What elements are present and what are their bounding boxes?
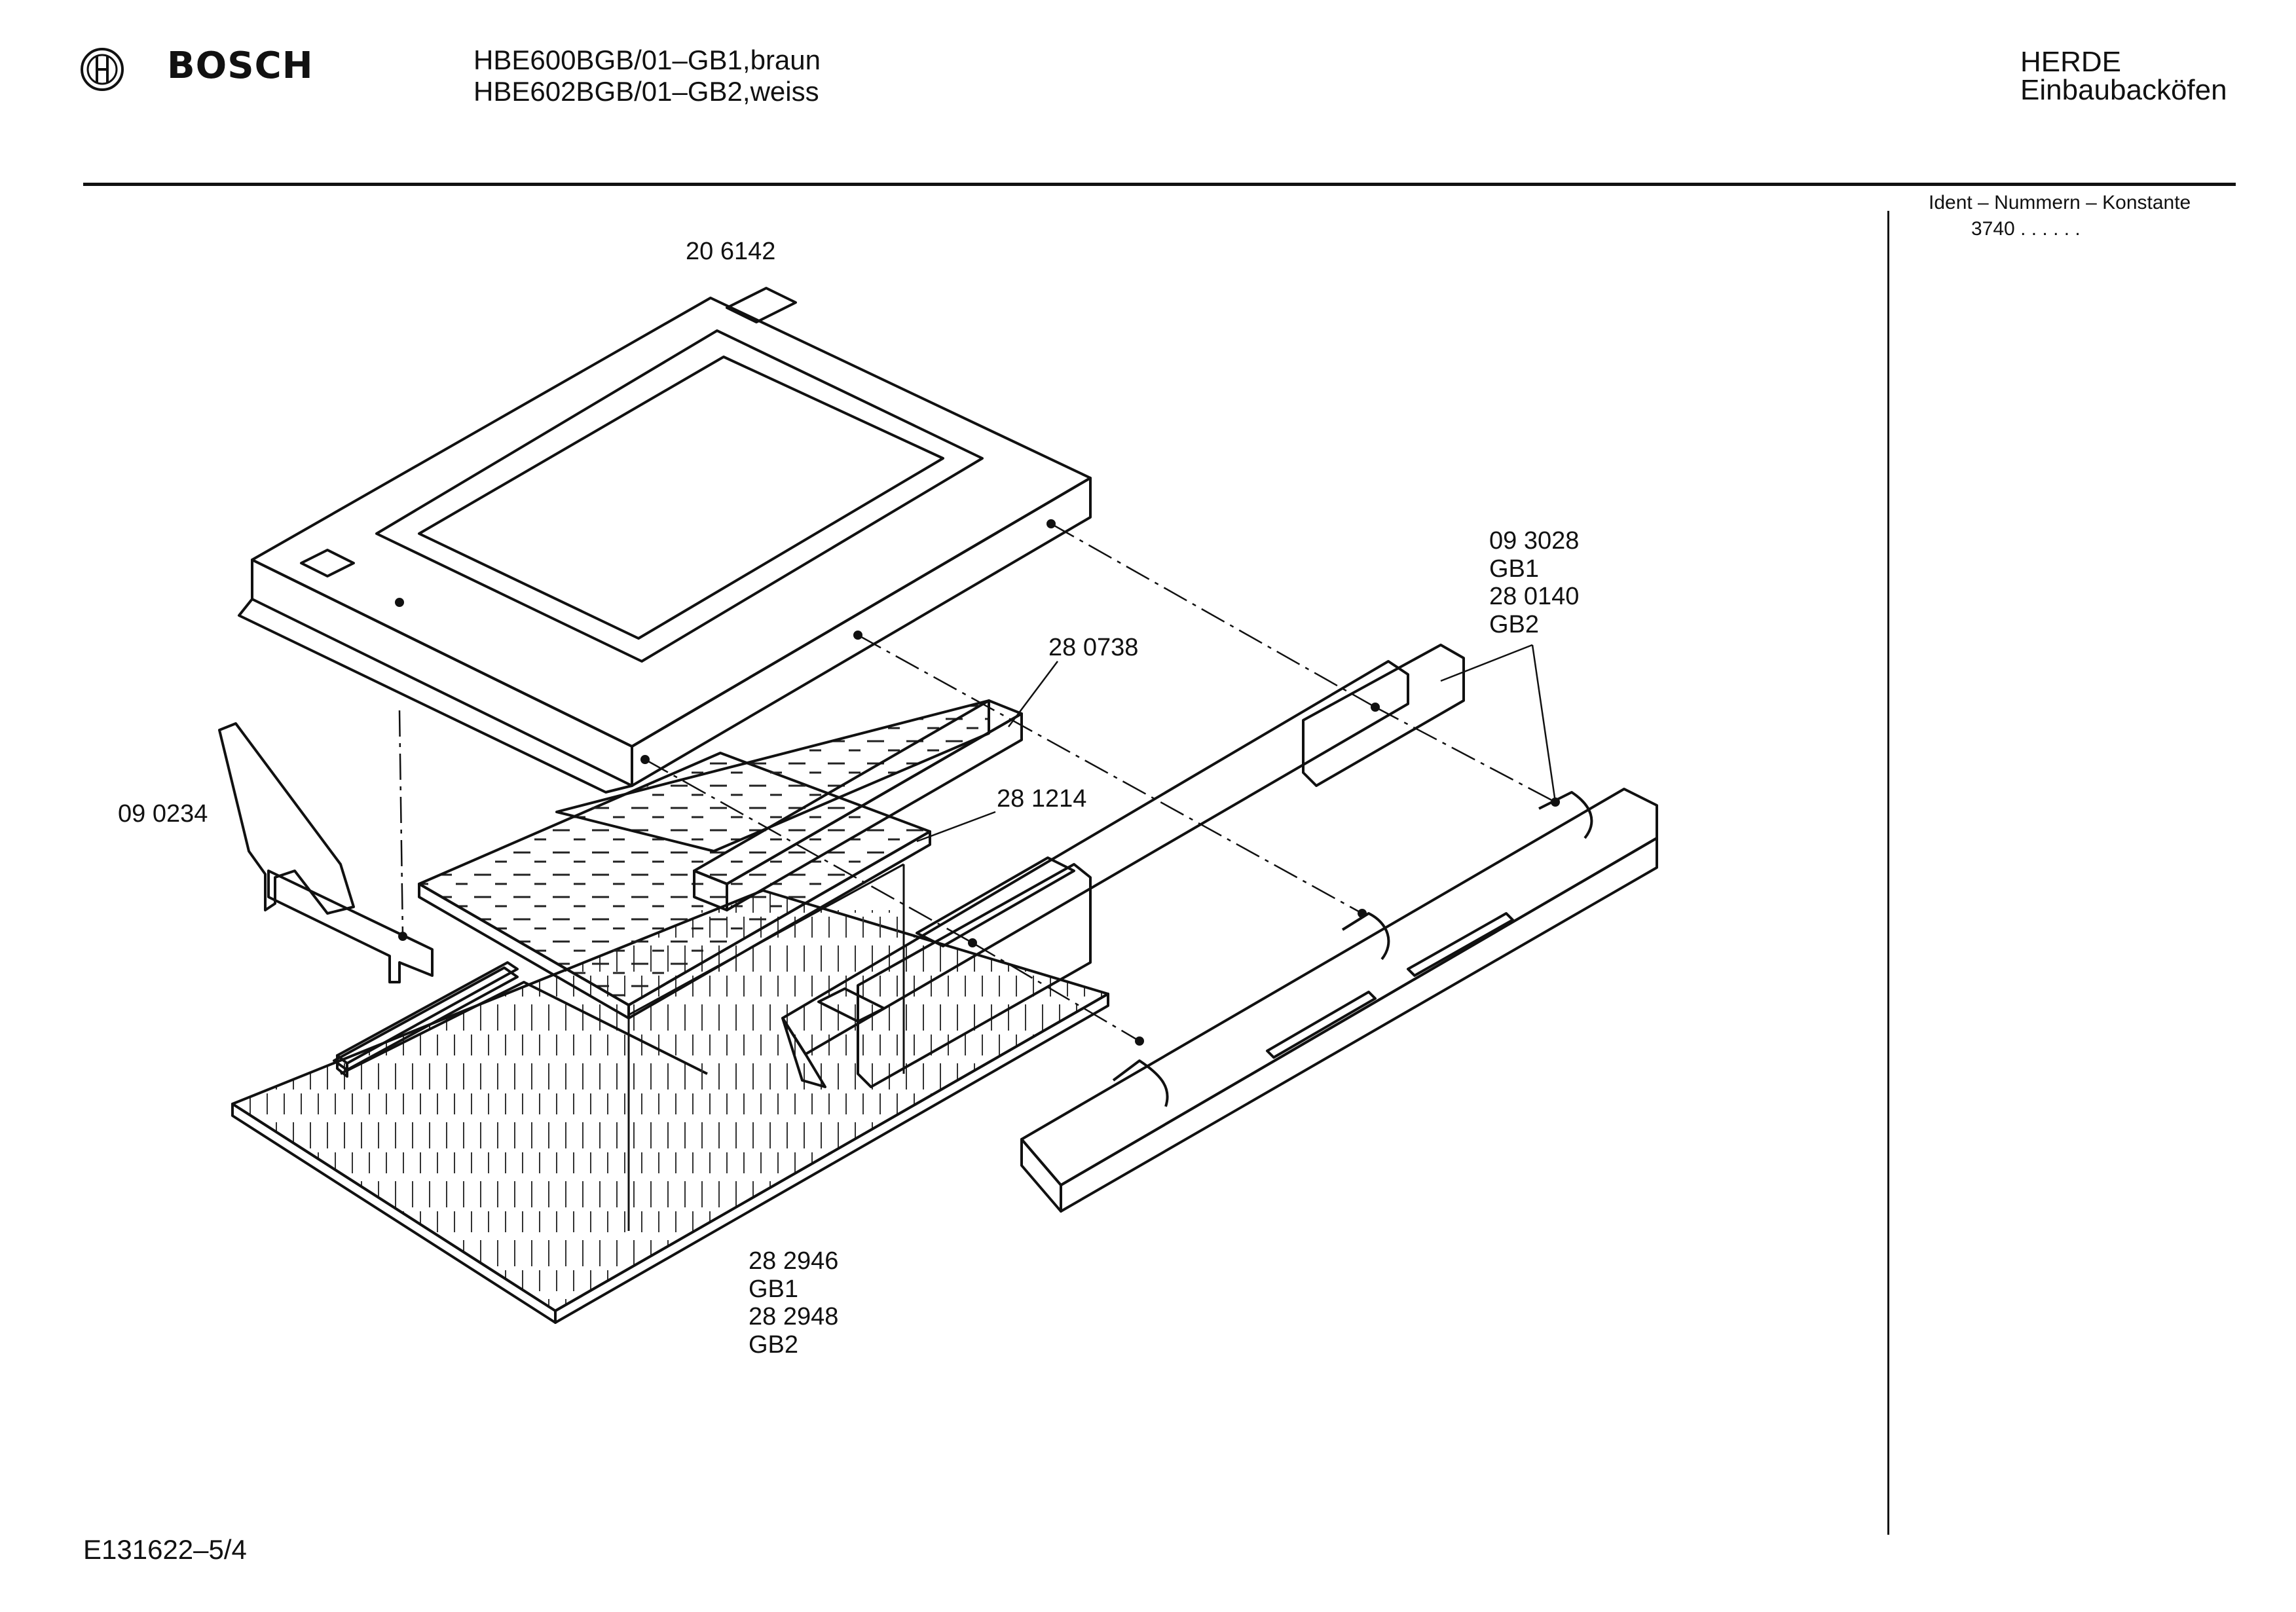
sidebar-divider (1887, 211, 1889, 1535)
ident-label: Ident – Nummern – Konstante (1929, 192, 2191, 213)
ident-value: 3740 . . . . . . (1971, 218, 2081, 240)
label-side-rail-line-4: GB2 (1489, 610, 1540, 638)
alignment-lines (398, 522, 1556, 1042)
side-rail-front (1020, 788, 1658, 1213)
label-side-rail-line-1: 09 3028 (1489, 527, 1580, 555)
document-code: E131622–5/4 (83, 1534, 247, 1565)
front-rail (336, 961, 519, 1078)
category-line-1: HERDE (2020, 46, 2122, 78)
label-base-panel-line-2: GB1 (749, 1275, 799, 1303)
brand-name: BOSCH (167, 45, 314, 87)
bosch-armature-logo-icon (81, 48, 124, 91)
label-base-panel-line-3: 28 2948 (749, 1303, 839, 1331)
label-glass-strip: 28 0738 (1048, 634, 1139, 661)
label-base-panel-line-4: GB2 (749, 1330, 799, 1359)
exploded-parts-drawing (218, 287, 1658, 1324)
label-base-panel: 28 2946 GB1 28 2948 GB2 (749, 1247, 838, 1359)
leader-lines (916, 644, 1557, 843)
label-panel-insert: 28 1214 (997, 785, 1087, 813)
angle-strip (693, 699, 1023, 911)
label-base-panel-line-1: 28 2946 (749, 1247, 839, 1275)
side-rail-back (781, 644, 1465, 1088)
header-divider (83, 183, 2236, 186)
label-door-frame: 20 6142 (686, 238, 776, 265)
label-side-rail-line-3: 28 0140 (1489, 583, 1580, 611)
model-line-1: HBE600BGB/01–GB1,braun (473, 45, 821, 75)
label-hinge: 09 0234 (118, 800, 208, 828)
label-side-rail: 09 3028 GB1 28 0140 GB2 (1489, 527, 1579, 638)
category-line-2: Einbaubacköfen (2020, 74, 2227, 106)
door-frame (238, 287, 1092, 794)
model-line-2: HBE602BGB/01–GB2,weiss (473, 76, 819, 107)
label-side-rail-line-2: GB1 (1489, 555, 1540, 583)
